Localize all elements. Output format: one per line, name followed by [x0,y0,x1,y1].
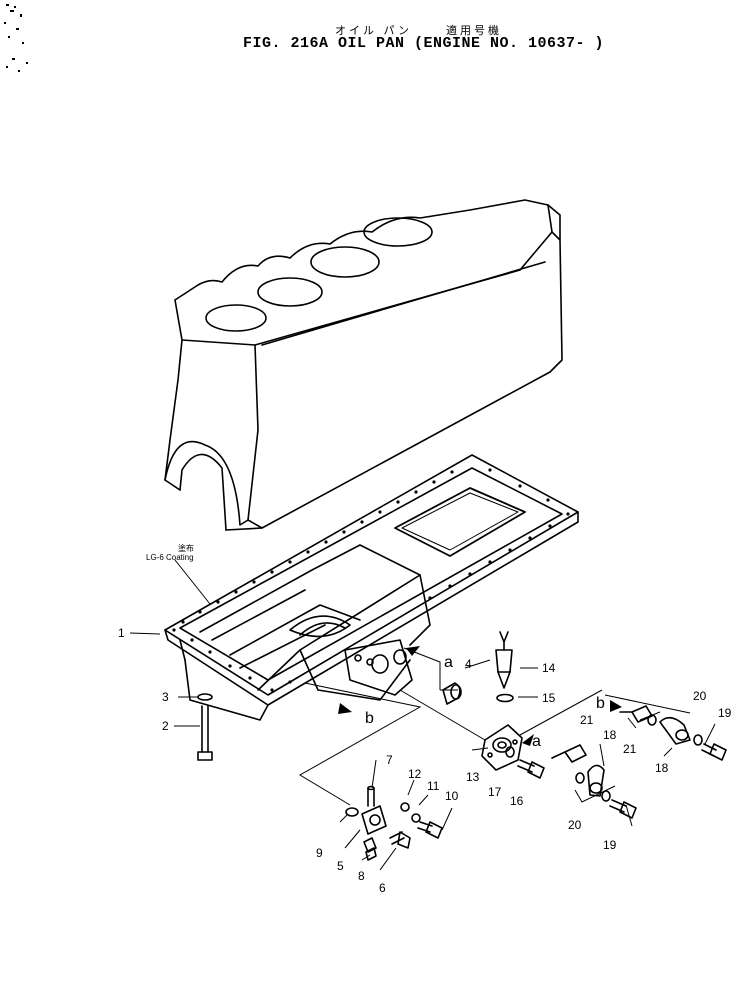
arrow-a-lower [522,734,534,746]
arrow-b-left [338,703,352,714]
part-8-plug [363,837,377,861]
callout-8: 8 [358,869,365,883]
callout-4: 4 [465,657,472,671]
callout-2: 2 [162,719,169,733]
callout-13: 13 [466,770,480,784]
part-20-washer-lower-b [601,790,611,802]
view-ref-a-lower: a [532,733,541,750]
callout-14: 14 [542,661,556,675]
view-ref-b-left: b [365,710,374,727]
engine-block [164,199,563,531]
callout-18-upper: 18 [655,761,669,775]
part-16-bolt [517,759,545,779]
annotation-coating: LG-6 Coating [146,553,194,562]
part-6-bolt [389,831,411,849]
callout-1: 1 [118,626,125,640]
callout-20-lower: 20 [568,818,582,832]
callout-19-lower: 19 [603,838,617,852]
callout-15: 15 [542,691,556,705]
part-20-washer-upper-b [693,734,703,746]
callout-20-upper: 20 [693,689,707,703]
callout-5: 5 [337,859,344,873]
part-5-elbow [361,805,387,835]
title-japanese: オイル パン 適用号機 [335,22,502,38]
part-13-filter-head [481,724,523,771]
callout-10: 10 [445,789,459,803]
pan-outlet-boss [344,639,413,696]
part-20-washer-lower-a [575,772,585,784]
view-ref-b-right: b [596,695,605,712]
callout-6: 6 [379,881,386,895]
oil-pan [164,454,579,721]
callout-7: 7 [386,753,393,767]
part-11-washer [411,813,421,823]
part-21-connector-lower [551,744,587,763]
callout-11: 11 [427,779,440,793]
callout-18-lower: 18 [603,728,617,742]
arrow-a-upper [406,646,420,656]
part-9-o-ring [345,807,359,817]
flange-bolt-holes [172,468,570,692]
part-12-washer [400,802,410,812]
part-18-hose-fitting-upper [659,716,691,745]
part-21-connector-upper [619,705,653,723]
title-jp-applicable: 適用号機 [446,24,503,37]
callout-21-upper: 21 [623,742,637,756]
part-17-washer [505,746,515,758]
part-10-bolt [417,821,443,839]
arrow-b-right [610,700,622,712]
part-18-hose-fitting-lower [587,764,605,797]
title-jp-part-name: オイル パン [335,24,413,37]
direction-arrows [338,646,622,746]
callout-17: 17 [488,785,502,799]
part-4-drain-plug [442,682,462,705]
callout-9: 9 [316,846,323,860]
part-19-bolt-lower [609,799,637,819]
part-14-sensor [495,631,513,689]
callout-12: 12 [408,767,422,781]
callout-16: 16 [510,794,524,808]
leader-lines [129,559,716,871]
callout-21-lower: 21 [580,713,594,727]
part-3-washer [197,693,213,701]
part-15-o-ring [496,693,514,703]
scan-noise [4,4,28,72]
callout-3: 3 [162,690,169,704]
part-7-pin [367,785,375,807]
figure-title: FIG. 216A OIL PAN (ENGINE NO. 10637- ) [243,35,605,52]
callout-19-upper: 19 [718,706,732,720]
part-2-bolt [197,705,213,761]
part-19-bolt-upper [701,743,727,761]
annotation-jp-coating: 塗布 [178,543,194,553]
view-ref-a-upper: a [444,654,453,671]
